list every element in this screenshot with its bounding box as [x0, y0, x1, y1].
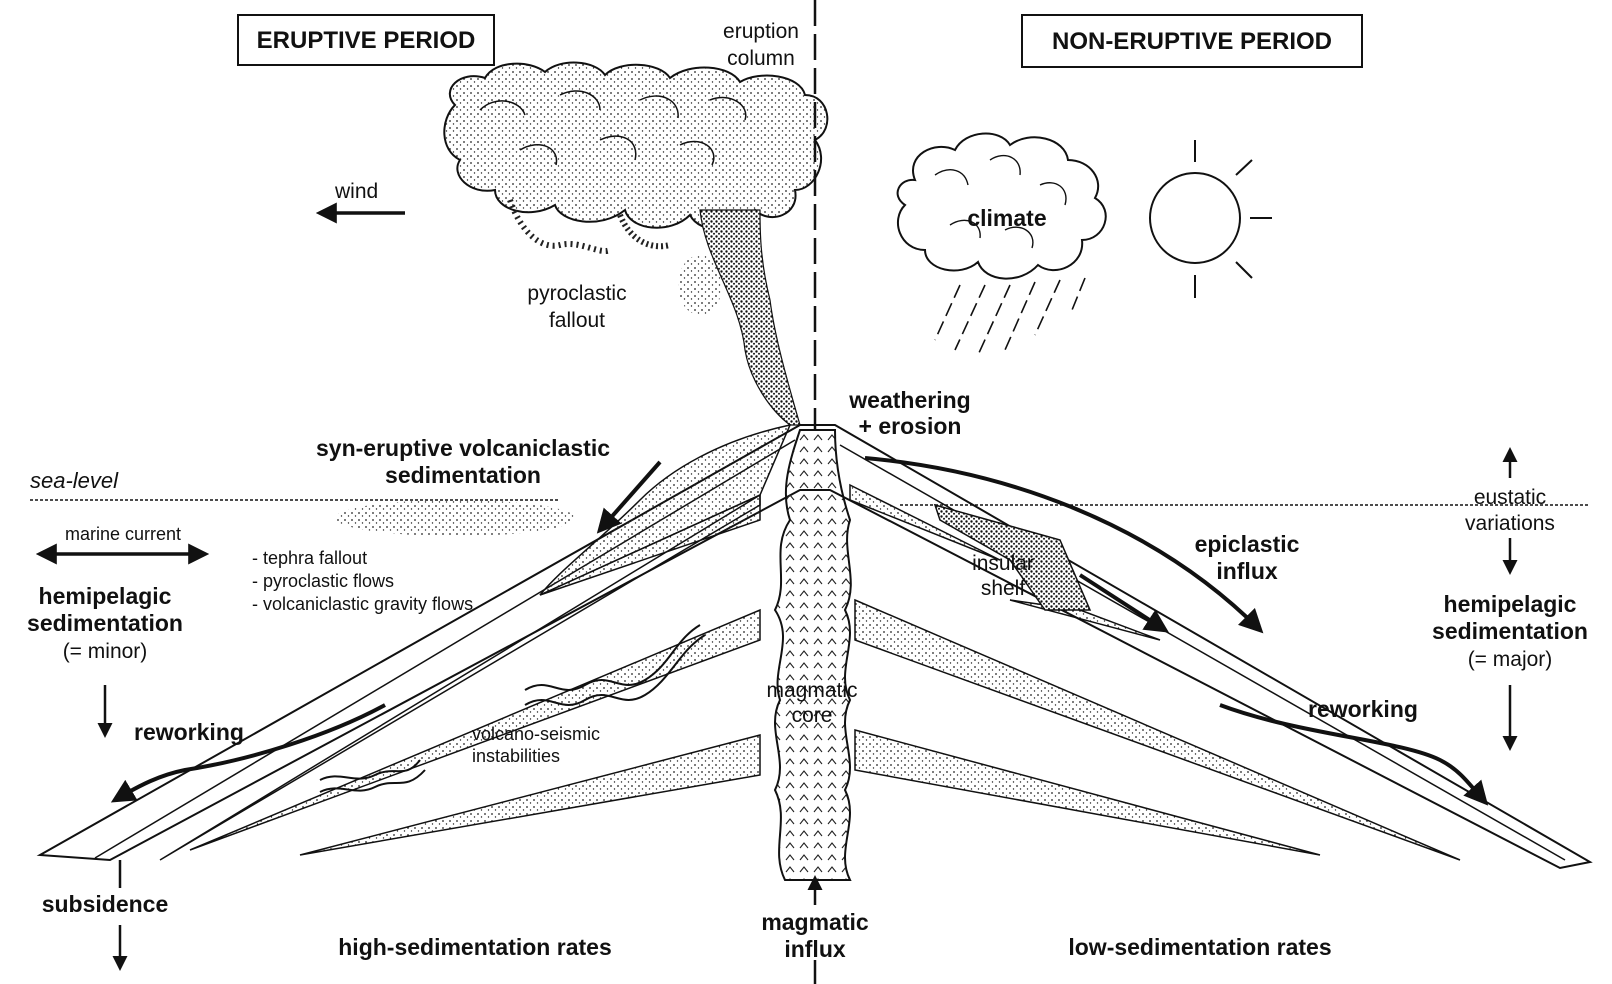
pyroclastic-flows-label: - pyroclastic flows — [252, 571, 394, 591]
magmatic-influx-label-2: influx — [784, 936, 846, 962]
eustatic-label-2: variations — [1465, 512, 1555, 535]
hemipelagic-left-label-3: (= minor) — [63, 640, 148, 663]
rain-lines — [935, 278, 1085, 355]
hemipelagic-right-label-1: hemipelagic — [1444, 591, 1577, 617]
submarine-tephra-cloud — [335, 500, 575, 536]
marine-current-label: marine current — [65, 524, 181, 544]
high-sedimentation-rates-label: high-sedimentation rates — [338, 934, 611, 960]
eustatic-label-1: eustatic — [1474, 486, 1546, 509]
gravity-flows-label: - volcaniclastic gravity flows — [252, 594, 473, 614]
hemipelagic-left-label-2: sedimentation — [27, 610, 183, 636]
insular-shelf-label-1: insular — [972, 552, 1034, 575]
pyroclastic-fallout-label-2: fallout — [549, 309, 605, 332]
reworking-left-label: reworking — [134, 719, 244, 745]
insular-shelf-label-2: shelf — [981, 577, 1026, 600]
tephra-fallout-label: - tephra fallout — [252, 548, 367, 568]
eruption-cloud — [444, 63, 827, 425]
non-eruptive-period-box: NON-ERUPTIVE PERIOD — [1022, 15, 1362, 67]
eruption-column-label-2: column — [727, 47, 795, 70]
weathering-label-2: + erosion — [859, 413, 962, 439]
magmatic-core — [775, 430, 851, 880]
volcano-seismic-label-1: volcano-seismic — [472, 724, 600, 744]
subsidence-label: subsidence — [42, 891, 169, 917]
syn-eruptive-label-1: syn-eruptive volcaniclastic — [316, 435, 610, 461]
pyroclastic-fallout-label-1: pyroclastic — [527, 282, 626, 305]
hemipelagic-right-label-2: sedimentation — [1432, 618, 1588, 644]
climate-cloud-icon — [898, 134, 1272, 298]
wind-label: wind — [334, 180, 378, 203]
magmatic-core-label-2: core — [792, 704, 833, 727]
epiclastic-label-1: epiclastic — [1195, 531, 1300, 557]
reworking-right-label: reworking — [1308, 696, 1418, 722]
eruption-column-label-1: eruption — [723, 20, 799, 43]
eruptive-period-box: ERUPTIVE PERIOD — [238, 15, 494, 65]
weathering-label-1: weathering — [848, 387, 970, 413]
epiclastic-label-2: influx — [1216, 558, 1278, 584]
climate-label: climate — [967, 205, 1046, 231]
hemipelagic-right-label-3: (= major) — [1468, 648, 1553, 671]
svg-text:ERUPTIVE PERIOD: ERUPTIVE PERIOD — [257, 27, 476, 54]
volcano-seismic-label-2: instabilities — [472, 746, 560, 766]
svg-text:NON-ERUPTIVE PERIOD: NON-ERUPTIVE PERIOD — [1052, 28, 1332, 55]
magmatic-influx-label-1: magmatic — [761, 909, 869, 935]
sea-level-label: sea-level — [30, 468, 119, 493]
syn-eruptive-label-2: sedimentation — [385, 462, 541, 488]
magmatic-core-label-1: magmatic — [766, 679, 857, 702]
low-sedimentation-rates-label: low-sedimentation rates — [1068, 934, 1331, 960]
hemipelagic-left-label-1: hemipelagic — [39, 583, 172, 609]
